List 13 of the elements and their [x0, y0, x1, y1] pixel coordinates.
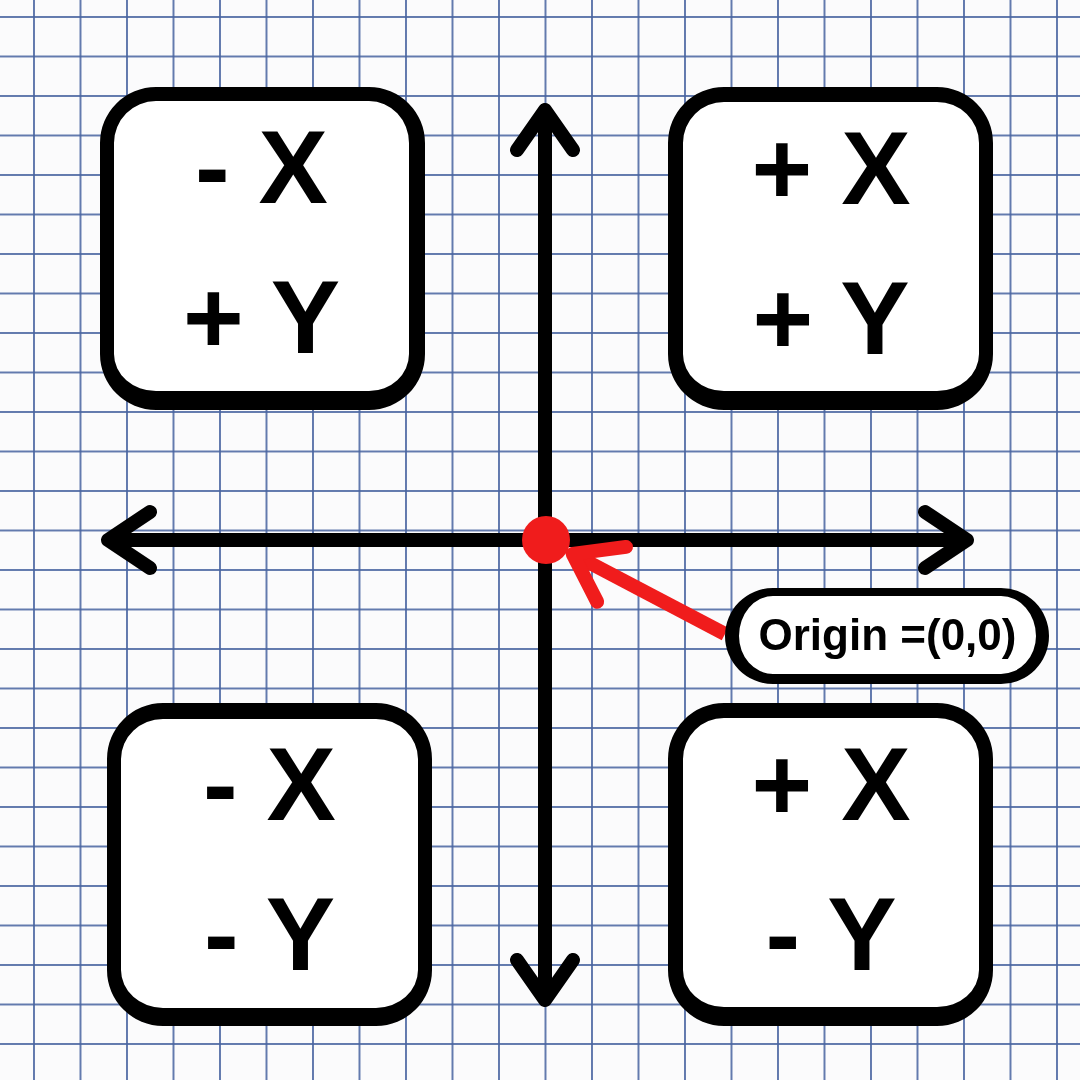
- quadrant-box: [668, 703, 993, 1026]
- sign-label: - X: [203, 732, 336, 836]
- callout-text: Origin =(0,0): [758, 610, 1017, 660]
- sign-label: - X: [195, 115, 328, 219]
- sign-label: - Y: [204, 882, 335, 986]
- sign-label: + Y: [752, 266, 910, 370]
- quadrant-box: [100, 87, 425, 410]
- sign-label: + X: [751, 116, 911, 220]
- quadrant-box: [668, 87, 993, 410]
- quadrant-box: [107, 703, 432, 1026]
- sign-label: + Y: [182, 265, 341, 369]
- sign-label: - Y: [765, 882, 897, 986]
- sign-label: + X: [751, 732, 911, 836]
